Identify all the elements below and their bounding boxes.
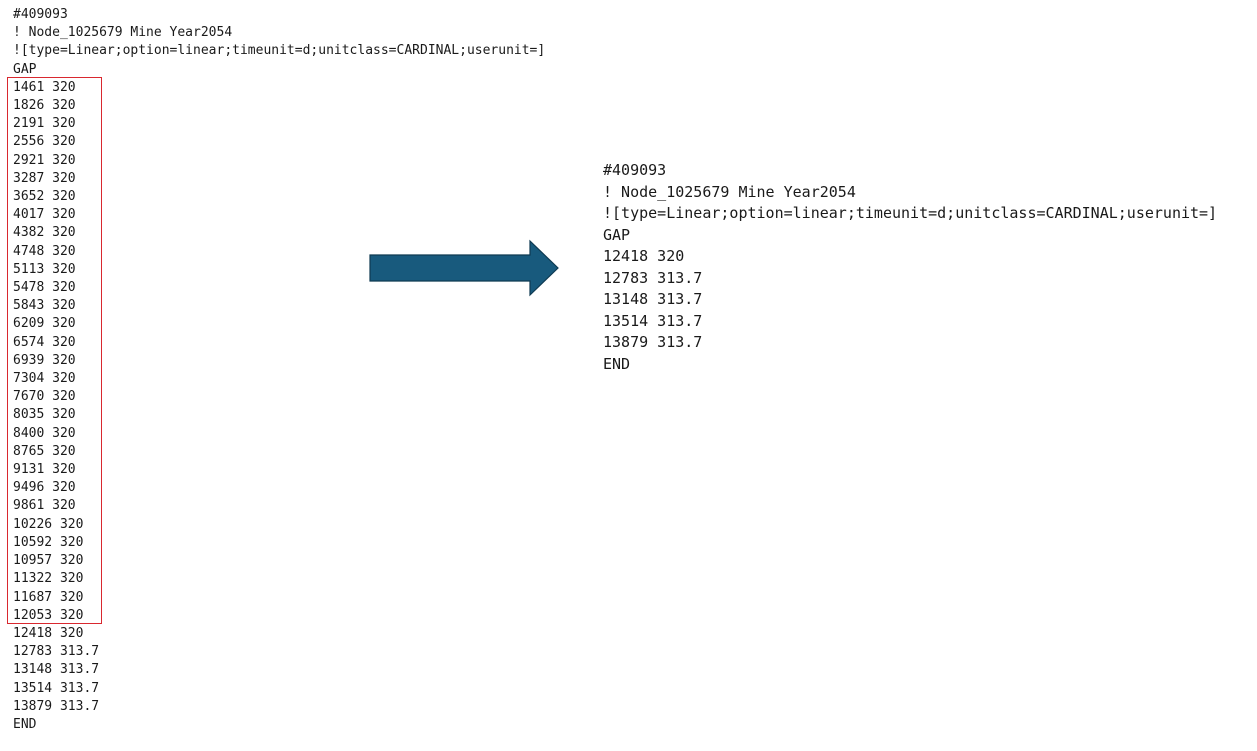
highlighted-data-row: 2556 320 — [13, 134, 76, 150]
type-spec-line: ![type=Linear;option=linear;timeunit=d;u… — [13, 43, 546, 59]
highlighted-data-row: 4017 320 — [13, 207, 76, 223]
end-keyword-line: END — [603, 354, 631, 373]
trimmed-file-listing: #409093 ! Node_1025679 Mine Year2054 ![t… — [603, 160, 1217, 375]
data-row: 12418 320 — [603, 247, 685, 265]
node-comment-line: ! Node_1025679 Mine Year2054 — [13, 25, 233, 41]
highlighted-data-row: 8400 320 — [13, 425, 76, 441]
highlighted-data-row: 6939 320 — [13, 352, 76, 368]
highlighted-data-row: 11687 320 — [13, 589, 84, 605]
highlighted-data-row: 12053 320 — [13, 607, 84, 623]
highlighted-data-row: 9861 320 — [13, 498, 76, 514]
highlighted-data-row: 4748 320 — [13, 243, 76, 259]
node-comment-line: ! Node_1025679 Mine Year2054 — [603, 182, 856, 201]
highlighted-data-row: 1826 320 — [13, 98, 76, 114]
end-keyword-line: END — [13, 716, 37, 732]
data-row: 13148 313.7 — [13, 662, 100, 678]
highlighted-data-row: 9131 320 — [13, 462, 76, 478]
highlighted-data-row: 2191 320 — [13, 116, 76, 132]
highlighted-data-row: 8765 320 — [13, 443, 76, 459]
highlighted-data-row: 4382 320 — [13, 225, 76, 241]
data-row: 12418 320 — [13, 625, 84, 641]
highlighted-data-row: 5843 320 — [13, 298, 76, 314]
data-row: 13879 313.7 — [603, 333, 703, 351]
highlighted-data-row: 10957 320 — [13, 553, 84, 569]
data-row: 13148 313.7 — [603, 290, 703, 308]
file-id-line: #409093 — [603, 161, 667, 179]
data-row: 12783 313.7 — [603, 268, 703, 287]
highlighted-data-row: 7304 320 — [13, 371, 76, 387]
gap-keyword-line: GAP — [603, 225, 631, 244]
highlighted-data-row: 3287 320 — [13, 170, 76, 186]
highlighted-data-row: 11322 320 — [13, 571, 84, 587]
highlighted-data-row: 10226 320 — [13, 516, 84, 532]
highlighted-data-row: 9496 320 — [13, 480, 76, 496]
data-row: 12783 313.7 — [13, 644, 100, 660]
highlighted-data-row: 6209 320 — [13, 316, 76, 332]
right-arrow-icon — [369, 239, 559, 297]
type-spec-line: ![type=Linear;option=linear;timeunit=d;u… — [603, 204, 1218, 222]
highlighted-data-row: 2921 320 — [13, 152, 76, 168]
data-row: 13514 313.7 — [603, 311, 703, 330]
file-id-line: #409093 — [13, 7, 68, 22]
data-row: 13879 313.7 — [13, 698, 100, 714]
highlighted-data-row: 8035 320 — [13, 407, 76, 423]
highlighted-data-row: 5478 320 — [13, 280, 76, 296]
highlighted-data-row: 1461 320 — [13, 79, 76, 95]
gap-keyword-line: GAP — [13, 61, 37, 77]
highlighted-data-row: 5113 320 — [13, 261, 76, 277]
highlighted-data-row: 3652 320 — [13, 189, 76, 205]
original-file-listing: #409093 ! Node_1025679 Mine Year2054 ![t… — [13, 6, 545, 734]
highlighted-data-row: 7670 320 — [13, 389, 76, 405]
highlighted-data-row: 10592 320 — [13, 534, 84, 550]
data-row: 13514 313.7 — [13, 680, 100, 696]
highlighted-data-row: 6574 320 — [13, 334, 76, 350]
